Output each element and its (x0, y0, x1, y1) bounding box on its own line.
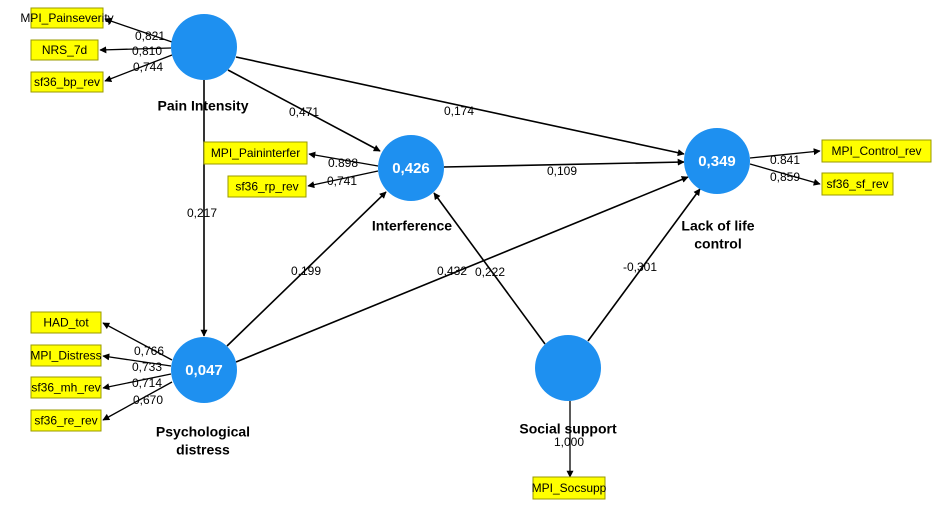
indicator-nrs-7d[interactable]: NRS_7d (30, 39, 99, 61)
r-squared-value: 0,047 (185, 362, 223, 379)
path-coefficient-pain-to-llc: 0,174 (444, 104, 474, 118)
loading-arrow-sf36-re-rev (102, 381, 173, 421)
indicator-had-tot[interactable]: HAD_tot (30, 311, 102, 334)
latent-node-llc[interactable]: 0,349 (684, 128, 750, 194)
latent-label-psych: Psychological (156, 424, 250, 440)
loading-arrow-mpi-paininterfer (308, 151, 379, 167)
latent-node-psych[interactable]: 0,047 (171, 337, 237, 403)
indicator-label: sf36_rp_rev (235, 180, 298, 194)
indicator-box (821, 139, 932, 163)
indicator-box (227, 175, 307, 198)
indicator-label: sf36_re_rev (34, 414, 97, 428)
indicator-label: HAD_tot (43, 316, 89, 330)
latent-label-interf: Interference (372, 218, 452, 234)
indicator-box (203, 141, 308, 165)
indicator-box (30, 409, 102, 432)
latent-label-pain: Pain Intensity (157, 98, 248, 114)
latent-node-pain[interactable] (171, 14, 237, 80)
loading-value-sf36-sf-rev: 0,859 (770, 170, 800, 184)
r-squared-value: 0,349 (698, 153, 736, 170)
path-coefficient-psych-to-llc: 0,432 (437, 264, 467, 278)
loading-arrow-had-tot (102, 322, 173, 361)
loading-value-sf36-rp-rev: 0,741 (327, 174, 357, 188)
path-arrow-pain-to-interf (227, 69, 381, 152)
indicator-label: NRS_7d (42, 43, 87, 57)
loading-arrow-sf36-rp-rev (307, 170, 379, 189)
latent-circle (684, 128, 750, 194)
latent-circle (535, 335, 601, 401)
path-arrow-social-to-interf (433, 192, 546, 345)
indicator-label: sf36_sf_rev (826, 177, 888, 191)
loading-value-mpi-control-rev: 0.841 (770, 153, 800, 167)
latent-node-interf[interactable]: 0,426 (378, 135, 444, 201)
path-arrow-interf-to-llc (443, 158, 685, 168)
loading-arrow-nrs-7d (99, 46, 172, 54)
loading-value-mpi-painseverity: 0,821 (135, 29, 165, 43)
path-coefficient-social-to-interf: 0,222 (475, 265, 505, 279)
indicator-sf36-mh-rev[interactable]: sf36_mh_rev (30, 376, 102, 399)
latent-node-social[interactable] (535, 335, 601, 401)
indicator-label: MPI_Distress (30, 349, 101, 363)
indicator-label: MPI_Painseverity (20, 11, 113, 25)
indicator-mpi-socsupp[interactable]: MPI_Socsupp (532, 476, 607, 500)
loading-arrow-sf36-mh-rev (102, 373, 172, 391)
indicator-box (30, 39, 99, 61)
path-coefficient-pain-to-interf: 0,471 (289, 105, 319, 119)
loading-arrow-sf36-bp-rev (104, 54, 173, 82)
loading-arrow-sf36-sf-rev (749, 163, 821, 186)
path-coefficient-social-to-llc: -0,301 (623, 260, 657, 274)
loading-arrow-mpi-distress (102, 353, 172, 367)
path-arrow-pain-to-llc (235, 56, 685, 157)
loading-arrow-mpi-control-rev (749, 148, 821, 159)
path-arrow-psych-to-interf (226, 191, 387, 347)
indicator-sf36-re-rev[interactable]: sf36_re_rev (30, 409, 102, 432)
indicator-box (30, 376, 102, 399)
latent-label-llc: Lack of life (681, 218, 754, 234)
indicator-mpi-control-rev[interactable]: MPI_Control_rev (821, 139, 932, 163)
path-coefficient-interf-to-llc: 0,109 (547, 164, 577, 178)
indicator-label: MPI_Paininterfer (211, 146, 300, 160)
loading-arrow-mpi-painseverity (104, 17, 173, 43)
r-squared-value: 0,426 (392, 160, 430, 177)
loading-value-mpi-paininterfer: 0.898 (328, 156, 358, 170)
indicator-label: sf36_bp_rev (34, 75, 100, 89)
latent-circle (171, 337, 237, 403)
indicator-label: MPI_Control_rev (831, 144, 921, 158)
latent-label-social: Social support (519, 421, 617, 437)
indicator-box (30, 311, 102, 334)
indicator-label: MPI_Socsupp (532, 481, 607, 495)
indicator-sf36-sf-rev[interactable]: sf36_sf_rev (821, 172, 894, 196)
indicator-box (532, 476, 606, 500)
loading-value-had-tot: 0,766 (134, 344, 164, 358)
indicator-box (30, 71, 104, 93)
path-coefficient-pain-to-psych: 0,217 (187, 206, 217, 220)
loading-value-sf36-re-rev: 0,670 (133, 393, 163, 407)
indicator-label: sf36_mh_rev (31, 381, 100, 395)
indicator-box (821, 172, 894, 196)
loading-value-mpi-distress: 0,733 (132, 360, 162, 374)
latent-label-llc: control (694, 236, 741, 252)
loading-value-sf36-mh-rev: 0,714 (132, 376, 162, 390)
indicator-box (30, 344, 102, 367)
indicator-sf36-bp-rev[interactable]: sf36_bp_rev (30, 71, 104, 93)
loading-value-sf36-bp-rev: 0,744 (133, 60, 163, 74)
path-arrow-psych-to-llc (235, 176, 689, 363)
indicator-mpi-distress[interactable]: MPI_Distress (30, 344, 102, 367)
latent-label-psych: distress (176, 442, 230, 458)
loading-value-mpi-socsupp: 1,000 (554, 435, 584, 449)
latent-circle (171, 14, 237, 80)
indicator-box (30, 7, 104, 29)
indicator-sf36-rp-rev[interactable]: sf36_rp_rev (227, 175, 307, 198)
path-coefficient-psych-to-interf: 0,199 (291, 264, 321, 278)
path-arrow-social-to-llc (587, 188, 701, 342)
loading-value-nrs-7d: 0,810 (132, 44, 162, 58)
indicator-mpi-painseverity[interactable]: MPI_Painseverity (20, 7, 114, 29)
indicator-mpi-paininterfer[interactable]: MPI_Paininterfer (203, 141, 308, 165)
latent-circle (378, 135, 444, 201)
